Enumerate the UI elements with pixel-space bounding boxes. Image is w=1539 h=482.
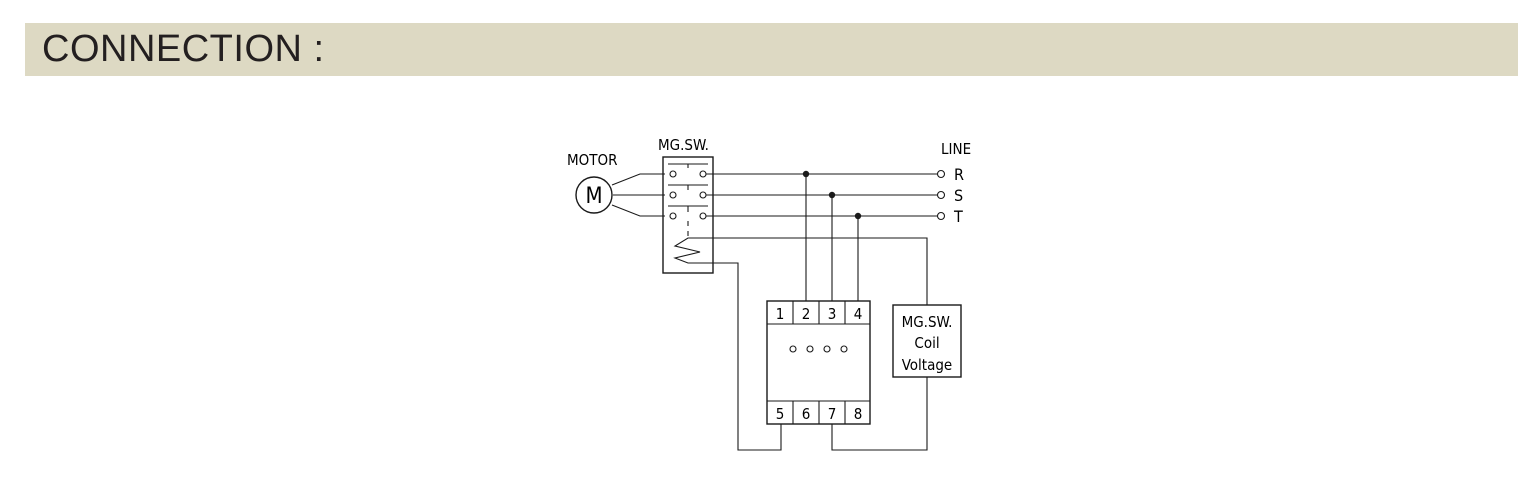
contact-terminal (699, 191, 707, 199)
contact-terminal (669, 212, 677, 220)
section-header-bar (25, 23, 1518, 76)
mg-switch-label: MG.SW. (658, 136, 709, 154)
phase-label-s: S (954, 186, 963, 205)
indicator-light (789, 345, 797, 353)
relay-terminal-3: 3 (828, 305, 837, 323)
coil-box-line2: Coil (914, 334, 939, 352)
relay-terminal-5: 5 (776, 405, 785, 423)
motor-symbol: M (585, 184, 602, 209)
motor-circle (575, 176, 613, 214)
relay-terminal-1: 1 (776, 305, 785, 323)
relay-terminal-4: 4 (854, 305, 863, 323)
phase-label-t: T (953, 207, 963, 226)
motor-label: MOTOR (567, 151, 618, 169)
contact-terminal (669, 170, 677, 178)
section-title: CONNECTION : (42, 28, 325, 70)
wire-overload-to-terminal-5 (708, 262, 782, 451)
motor-lead-r (611, 173, 665, 186)
relay-terminal-8: 8 (854, 405, 863, 423)
coil-box-line3: Voltage (902, 356, 953, 374)
overload-heater-symbol (673, 237, 708, 264)
indicator-light (823, 345, 831, 353)
line-label: LINE (941, 140, 971, 158)
contact-terminal (699, 212, 707, 220)
relay-terminal-6: 6 (802, 405, 811, 423)
line-terminal-t (936, 211, 946, 221)
relay-terminal-7: 7 (828, 405, 837, 423)
phase-label-r: R (954, 165, 964, 184)
coil-voltage-box (892, 304, 962, 378)
mg-switch-box (662, 156, 714, 274)
wire-overload-to-coil (708, 237, 928, 305)
indicator-light (806, 345, 814, 353)
indicator-light (840, 345, 848, 353)
line-terminal-s (936, 190, 946, 200)
motor-lead-t (611, 204, 665, 217)
coil-box-line1: MG.SW. (902, 313, 953, 331)
contact-terminal (699, 170, 707, 178)
wire-coil-to-terminal-7 (831, 377, 928, 451)
relay-terminal-2: 2 (802, 305, 811, 323)
line-terminal-r (936, 169, 946, 179)
contact-terminal (669, 191, 677, 199)
